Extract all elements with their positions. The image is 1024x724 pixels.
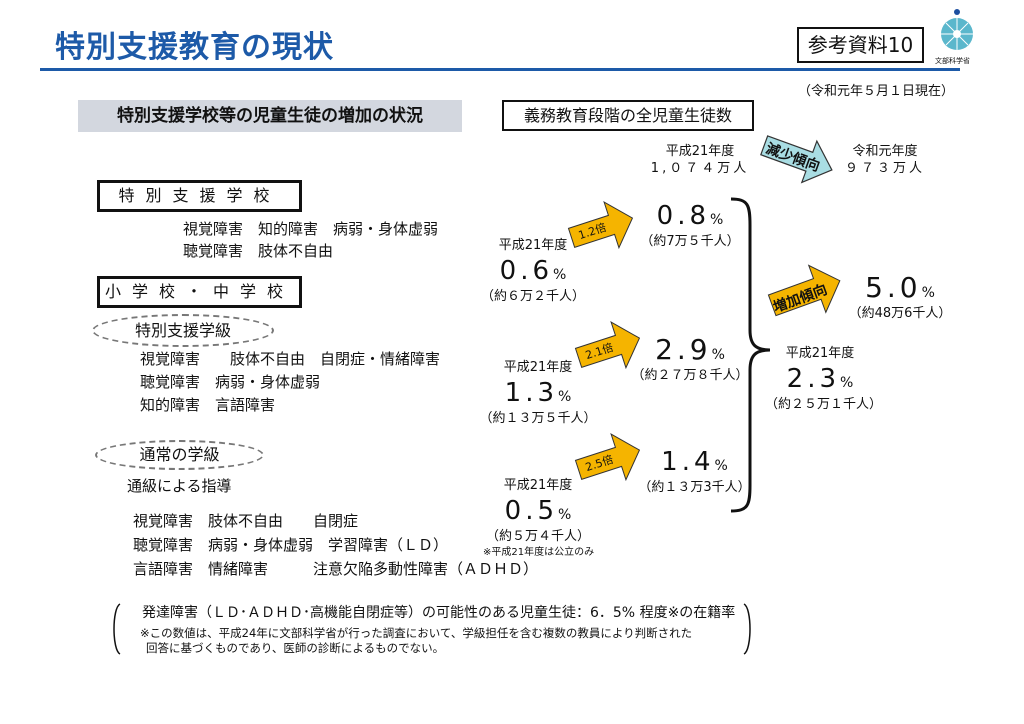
stat-after: 1.4% （約１３万3千人）: [632, 446, 757, 497]
mext-logo: 文部科学省: [935, 8, 977, 68]
pct-sign: %: [710, 212, 724, 228]
as-of-date: （令和元年５月１日現在）: [798, 84, 955, 99]
pct-value: 2.3: [786, 363, 841, 394]
total-after-year: 令和元年度: [852, 144, 918, 159]
reference-label: 参考資料10: [797, 27, 924, 63]
stat-after: 2.9% （約２７万８千人）: [625, 332, 755, 385]
pct-value: 2.9: [655, 333, 712, 366]
combined-before-year: 平成21年度: [785, 346, 855, 361]
pct-value: 1.4: [661, 447, 715, 477]
stat-after-count: （約２７万８千人）: [631, 368, 749, 384]
stat-before-year: 平成21年度: [503, 478, 573, 493]
special-class-line: 知的障害 言語障害: [140, 396, 276, 414]
pct-value: 0.6: [499, 255, 554, 286]
pct-sign: %: [714, 458, 728, 474]
stat-after-count: （約１３万3千人）: [638, 479, 751, 495]
page-title: 特別支援教育の現状: [55, 30, 334, 65]
special-class-label: 特別支援学級: [92, 314, 274, 347]
regular-class-line: 言語障害 情緒障害 注意欠陥多動性障害（ＡＤＨＤ）: [133, 560, 539, 578]
footnote-main: 発達障害（ＬＤ･ＡＤＨＤ･高機能自閉症等）の可能性のある児童生徒：6．5% 程度…: [142, 605, 736, 621]
combined-after-pct: 5.0%: [845, 270, 955, 306]
combined-before-pct: 2.3%: [765, 363, 875, 397]
stat-after-pct: 2.9%: [625, 332, 755, 368]
special-class-line: 視覚障害 肢体不自由 自閉症・情緒障害: [140, 350, 441, 368]
pct-value: 0.5: [504, 495, 559, 526]
regular-class-line: 視覚障害 肢体不自由 自閉症: [133, 512, 359, 530]
logo-icon: [941, 9, 973, 50]
stat-before-count: （約６万２千人）: [480, 288, 585, 304]
combined-after-count: （約48万6千人）: [848, 306, 952, 322]
stat-after-pct: 1.4%: [632, 446, 757, 480]
combined-before: 平成21年度 2.3% （約２５万１千人）: [765, 346, 883, 414]
stat-before: 平成21年度 0.5% （約５万４千人） ※平成21年度は公立のみ: [483, 478, 595, 559]
elem-middle-label: 小学校・中学校: [97, 276, 302, 308]
footnote-brackets: [113, 603, 751, 655]
footnote-note: ※この数値は、平成24年に文部科学省が行った調査において、学級担任を含む複数の教…: [140, 626, 693, 640]
stat-after-count: （約7万５千人）: [640, 233, 740, 249]
total-after: 令和元年度 ９７３万人: [830, 144, 940, 178]
footnote-note: 回答に基づくものであり、医師の診断によるものでない。: [146, 641, 445, 655]
pct-sign: %: [840, 374, 854, 391]
special-school-line: 視覚障害 知的障害 病弱・身体虚弱: [183, 220, 439, 238]
resource-room-label: 通級による指導: [127, 477, 232, 495]
stat-before-count: （約５万４千人）: [485, 528, 590, 544]
stat-before-year: 平成21年度: [503, 360, 573, 375]
total-before: 平成21年度 1,０７４万人: [640, 144, 760, 178]
section-title: 特別支援学校等の児童生徒の増加の状況: [78, 100, 462, 132]
special-school-line: 聴覚障害 肢体不自由: [183, 242, 334, 260]
brace-icon: [730, 197, 771, 513]
stat-before-year: 平成21年度: [498, 238, 568, 253]
pct-sign: %: [921, 285, 935, 301]
pct-value: 5.0: [865, 271, 922, 304]
ratio-arrow-icon: [574, 321, 641, 370]
stat-before: 平成21年度 0.6% （約６万２千人）: [478, 238, 588, 306]
logo-text: 文部科学省: [935, 57, 970, 65]
stat-before-pct: 0.6%: [478, 255, 588, 289]
stat-note: ※平成21年度は公立のみ: [483, 546, 595, 558]
pct-sign: %: [711, 347, 725, 363]
stat-after: 0.8% （約7万５千人）: [630, 200, 750, 251]
pct-sign: %: [558, 388, 572, 405]
combined-after: 5.0% （約48万6千人）: [845, 270, 955, 323]
total-heading: 義務教育段階の全児童生徒数: [502, 100, 754, 131]
ratio-arrow-icon: [567, 201, 634, 250]
title-rule: [40, 68, 960, 71]
stat-before-count: （約１３万５千人）: [479, 410, 597, 426]
stat-before: 平成21年度 1.3% （約１３万５千人）: [478, 360, 598, 428]
combined-before-count: （約２５万１千人）: [765, 396, 883, 412]
stat-before-pct: 1.3%: [478, 377, 598, 411]
decrease-arrow-icon: [760, 135, 833, 184]
total-before-value: 1,０７４万人: [650, 160, 750, 176]
stat-after-pct: 0.8%: [630, 200, 750, 234]
special-class-line: 聴覚障害 病弱・身体虚弱: [140, 373, 321, 391]
regular-class-label: 通常の学級: [95, 440, 264, 470]
pct-value: 0.8: [656, 201, 711, 231]
special-school-label: 特別支援学校: [97, 180, 302, 212]
pct-value: 1.3: [504, 377, 559, 408]
increase-arrow-icon: [767, 264, 841, 317]
regular-class-line: 聴覚障害 病弱・身体虚弱 学習障害（ＬＤ）: [133, 536, 449, 554]
pct-sign: %: [558, 506, 572, 523]
pct-sign: %: [553, 266, 567, 283]
total-after-value: ９７３万人: [844, 160, 925, 176]
total-before-year: 平成21年度: [665, 144, 735, 159]
ratio-arrow-icon: [574, 433, 641, 482]
stat-before-pct: 0.5%: [483, 495, 593, 529]
